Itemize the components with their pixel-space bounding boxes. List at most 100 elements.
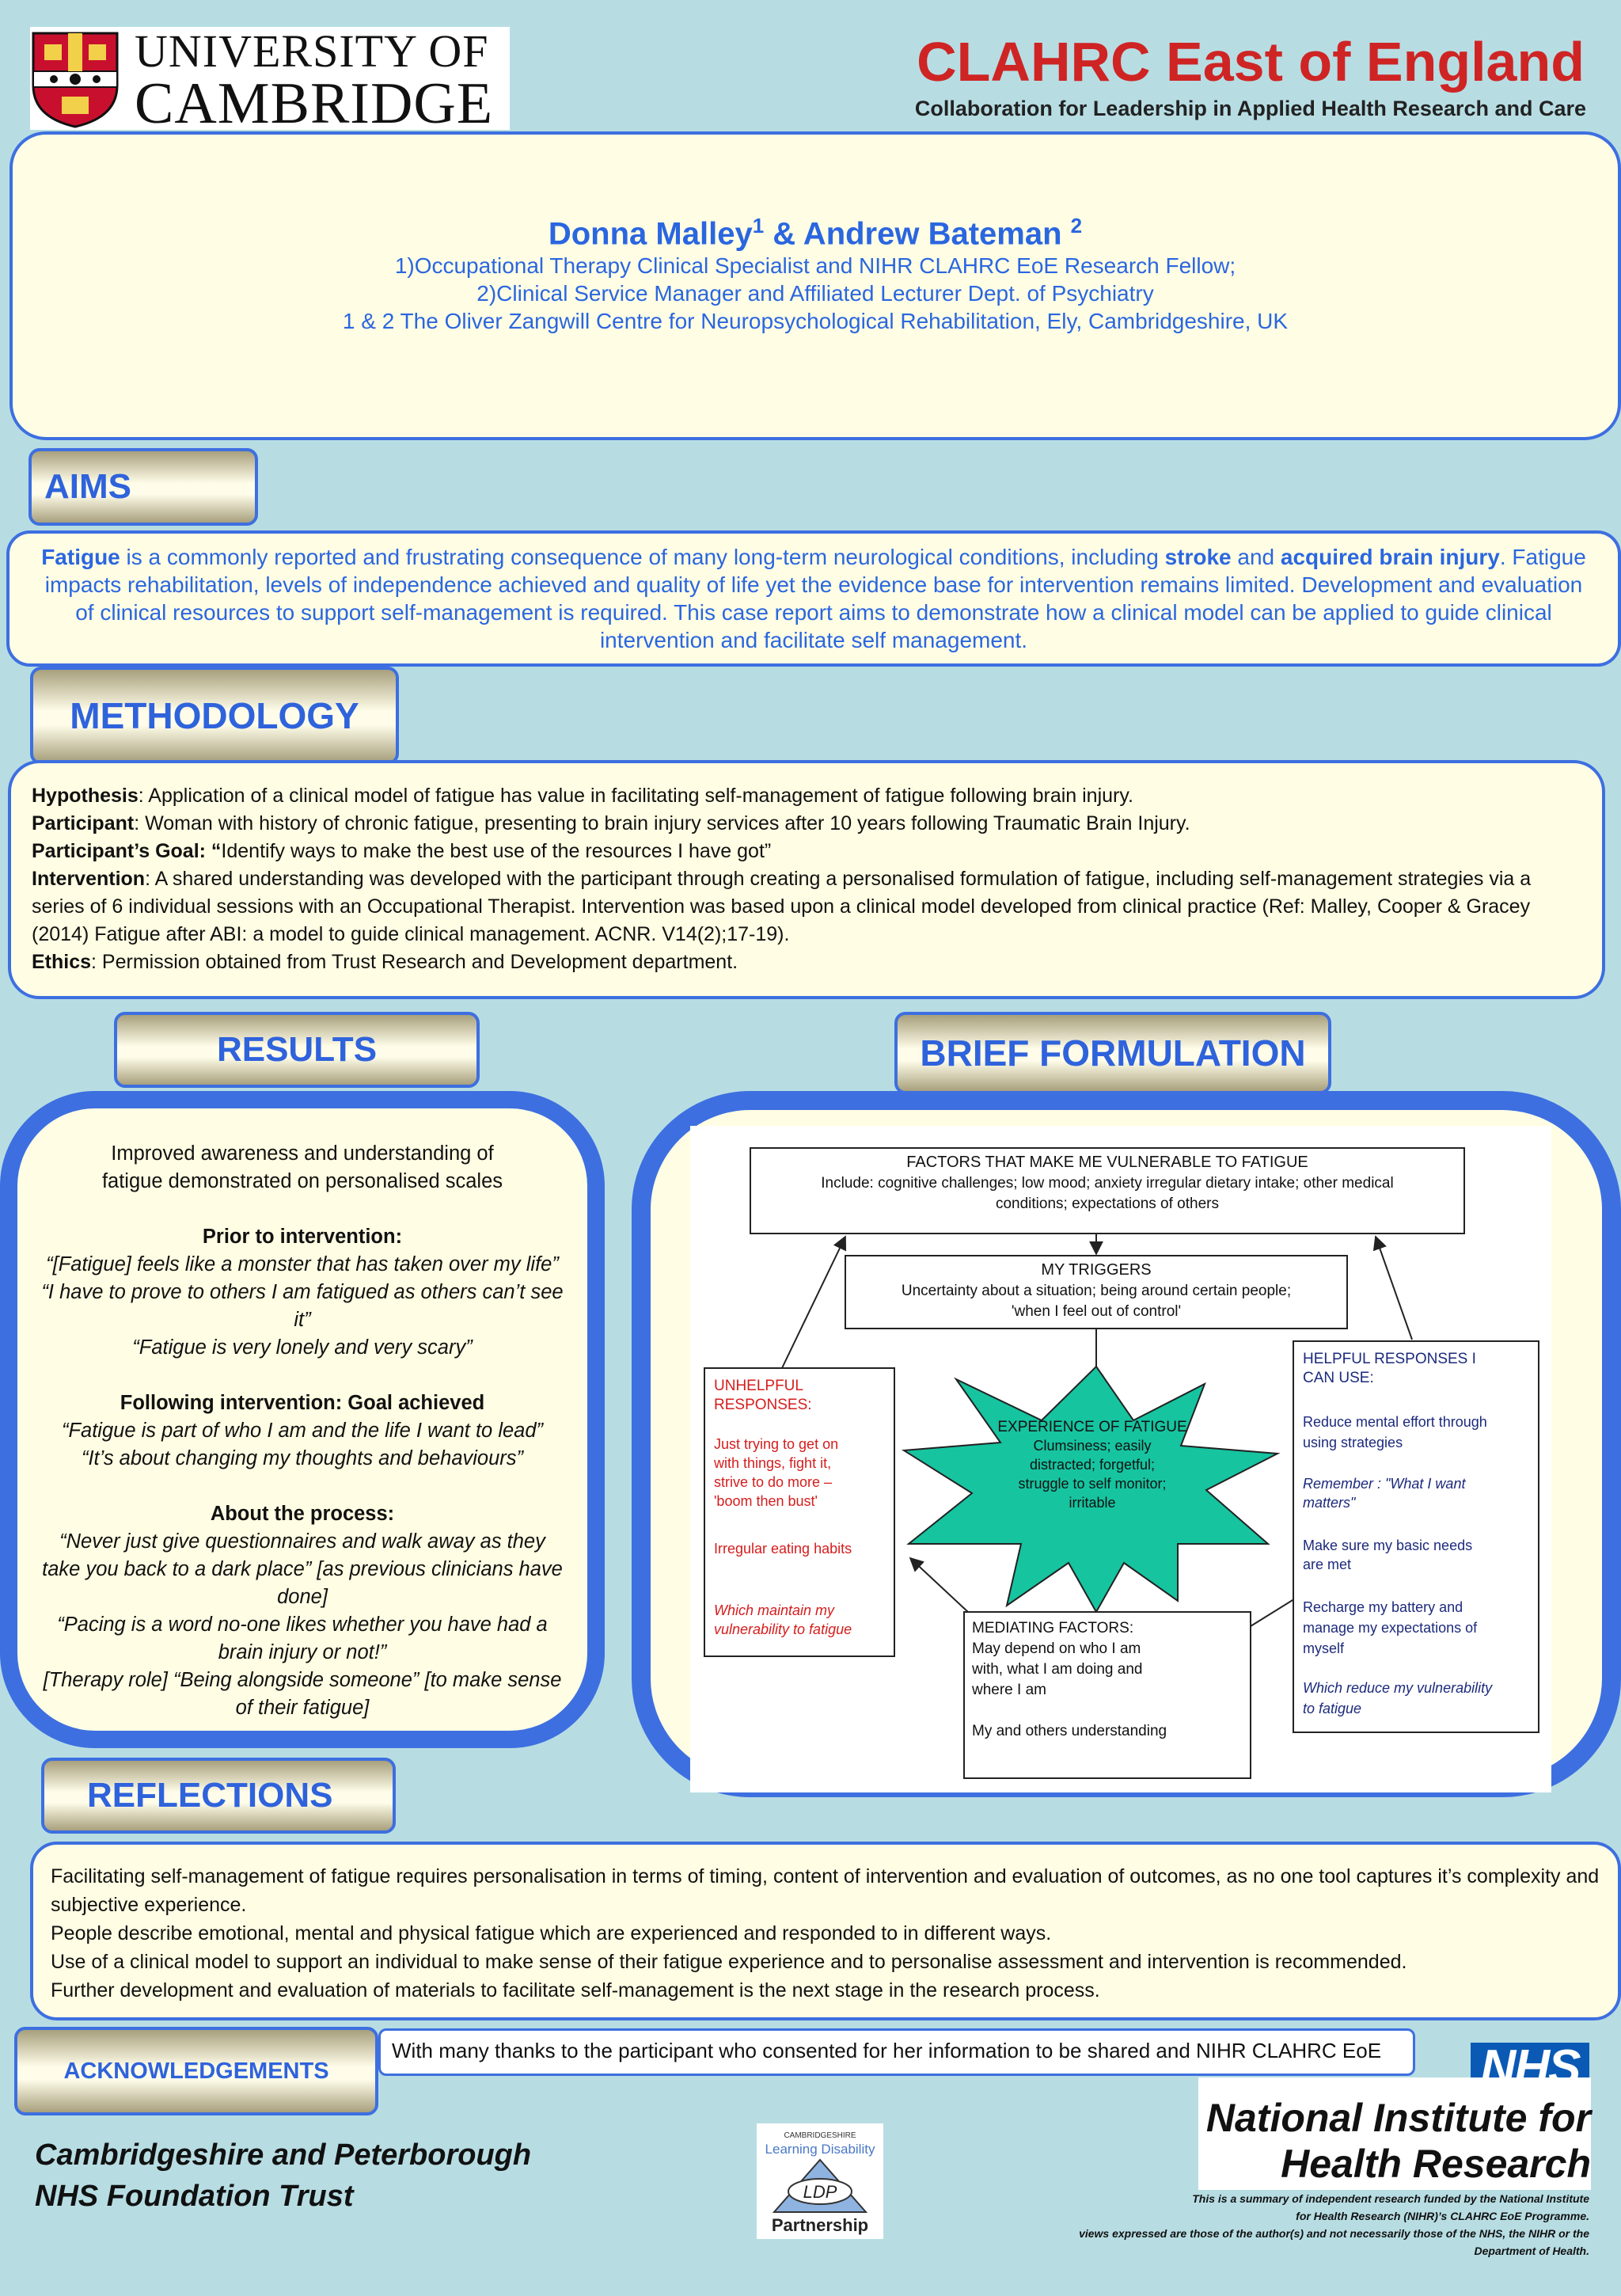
ldp-line-1: CAMBRIDGESHIRE bbox=[784, 2131, 856, 2140]
hypothesis-value: : Application of a clinical model of fat… bbox=[138, 785, 1133, 807]
ldp-partnership-logo: CAMBRIDGESHIRE Learning Disability LDP P… bbox=[757, 2123, 883, 2239]
acknowledgements-text: With many thanks to the participant who … bbox=[378, 2028, 1415, 2076]
nihr-line-2: Health Research bbox=[1281, 2142, 1591, 2186]
fatigue-formulation-diagram: FACTORS THAT MAKE ME VULNERABLE TO FATIG… bbox=[690, 1126, 1551, 1792]
helpful-title-2: CAN USE: bbox=[1303, 1370, 1374, 1386]
funding-disclaimer: This is a summary of independent researc… bbox=[1019, 2190, 1589, 2260]
arrow-helpful-to-vuln bbox=[1372, 1235, 1413, 1340]
reflections-heading: REFLECTIONS bbox=[41, 1758, 396, 1834]
results-heading: RESULTS bbox=[114, 1012, 480, 1088]
mediating-box bbox=[963, 1611, 1251, 1779]
disclaimer-line-2: for Health Research (NIHR)’s CLAHRC EoE … bbox=[1296, 2210, 1589, 2222]
unhelpful-box bbox=[704, 1367, 895, 1657]
vulnerability-line-2: conditions; expectations of others bbox=[996, 1196, 1219, 1212]
unhelpful-line-1: Just trying to get on bbox=[714, 1436, 838, 1452]
ldp-line-2: Learning Disability bbox=[765, 2142, 875, 2157]
unhelpful-title-2: RESPONSES: bbox=[714, 1397, 812, 1413]
disclaimer-line-1: This is a summary of independent researc… bbox=[1192, 2192, 1589, 2205]
ldp-line-3: Partnership bbox=[772, 2215, 868, 2235]
process-quote-1: “Never just give questionnaires and walk… bbox=[42, 1530, 563, 1608]
unhelpful-italic-1: Which maintain my bbox=[714, 1602, 835, 1618]
university-of-cambridge-logo: UNIVERSITY OF CAMBRIDGE bbox=[30, 27, 510, 136]
goal-key: Participant’s Goal: “ bbox=[32, 840, 222, 862]
helpful-italic-3: Which reduce my vulnerability bbox=[1303, 1680, 1493, 1696]
methodology-heading: METHODOLOGY bbox=[30, 667, 399, 765]
ethics-value: : Permission obtained from Trust Researc… bbox=[91, 951, 738, 973]
nihr-logo-text: National Institute for Health Research bbox=[1206, 2095, 1591, 2187]
helpful-italic-4: to fatigue bbox=[1303, 1701, 1361, 1716]
affiliation-2: 2)Clinical Service Manager and Affiliate… bbox=[476, 281, 1154, 306]
hypothesis-line: Hypothesis: Application of a clinical mo… bbox=[32, 782, 1581, 810]
helpful-line-2: using strategies bbox=[1303, 1435, 1403, 1450]
after-quote-1: “Fatigue is part of who I am and the lif… bbox=[61, 1420, 544, 1442]
unhelpful-line-3: strive to do more – bbox=[714, 1474, 832, 1490]
brief-formulation-heading: BRIEF FORMULATION bbox=[894, 1012, 1331, 1094]
experience-line-1: Clumsiness; easily bbox=[1033, 1438, 1151, 1454]
cambridge-shield-icon bbox=[32, 32, 119, 128]
nihr-logo-background bbox=[1198, 2077, 1591, 2190]
unhelpful-line-2: with things, fight it, bbox=[713, 1455, 831, 1471]
prior-quote-3: “Fatigue is very lonely and very scary” bbox=[132, 1336, 473, 1359]
participant-line: Participant: Woman with history of chron… bbox=[32, 810, 1581, 838]
disclaimer-line-4: Department of Health. bbox=[1474, 2245, 1589, 2257]
helpful-line-3: Make sure my basic needs bbox=[1303, 1538, 1472, 1553]
prior-heading: Prior to intervention: bbox=[202, 1226, 403, 1248]
mediating-line-4: My and others understanding bbox=[972, 1723, 1167, 1739]
arrow-unhelpful-to-vuln bbox=[781, 1235, 847, 1369]
author-2-sup: 2 bbox=[1070, 214, 1083, 238]
after-heading: Following intervention: Goal achieved bbox=[120, 1392, 485, 1414]
helpful-line-7: myself bbox=[1303, 1640, 1345, 1656]
reflection-1: Facilitating self-management of fatigue … bbox=[51, 1865, 1600, 1916]
hypothesis-key: Hypothesis bbox=[32, 785, 139, 807]
mediating-line-3: where I am bbox=[971, 1682, 1046, 1698]
aims-heading: AIMS bbox=[28, 448, 258, 526]
aims-text-1: is a commonly reported and frustrating c… bbox=[120, 545, 1165, 569]
author-2: & Andrew Bateman bbox=[764, 216, 1071, 252]
process-quote-3: [Therapy role] “Being alongside someone”… bbox=[43, 1669, 562, 1719]
vulnerability-line-1: Include: cognitive challenges; low mood;… bbox=[821, 1175, 1393, 1192]
helpful-italic-1: Remember : "What I want bbox=[1303, 1476, 1466, 1492]
vulnerability-title: FACTORS THAT MAKE ME VULNERABLE TO FATIG… bbox=[906, 1154, 1308, 1171]
aims-fatigue: Fatigue bbox=[41, 545, 120, 569]
intervention-key: Intervention bbox=[32, 868, 146, 890]
cam-line2: CAMBRIDGE bbox=[135, 71, 494, 136]
unhelpful-title-1: UNHELPFUL bbox=[714, 1378, 803, 1394]
author-1: Donna Malley bbox=[548, 216, 753, 252]
prior-quote-1: “[Fatigue] feels like a monster that has… bbox=[46, 1253, 559, 1275]
goal-line: Participant’s Goal: “Identify ways to ma… bbox=[32, 838, 1581, 865]
vulnerability-box bbox=[750, 1147, 1465, 1234]
helpful-italic-2: matters" bbox=[1303, 1495, 1357, 1511]
mediating-line-1: May depend on who I am bbox=[972, 1640, 1141, 1657]
clahrc-subtitle: Collaboration for Leadership in Applied … bbox=[914, 97, 1586, 120]
triggers-line-1: Uncertainty about a situation; being aro… bbox=[902, 1283, 1291, 1299]
triggers-title: MY TRIGGERS bbox=[1041, 1261, 1151, 1279]
reflections-panel: Facilitating self-management of fatigue … bbox=[30, 1842, 1621, 2020]
methodology-panel: Hypothesis: Application of a clinical mo… bbox=[8, 760, 1605, 999]
disclaimer-line-3: views expressed are those of the author(… bbox=[1079, 2227, 1589, 2240]
helpful-line-1: Reduce mental effort through bbox=[1303, 1414, 1487, 1430]
after-quote-2: “It’s about changing my thoughts and beh… bbox=[81, 1447, 524, 1469]
prior-quote-2: “I have to prove to others I am fatigued… bbox=[41, 1281, 564, 1331]
mediating-line-2: with, what I am doing and bbox=[971, 1661, 1142, 1678]
goal-value: Identify ways to make the best use of th… bbox=[221, 840, 772, 862]
cambridge-wordmark: UNIVERSITY OF CAMBRIDGE bbox=[135, 27, 494, 136]
aims-stroke: stroke bbox=[1164, 545, 1232, 569]
trust-line-2: NHS Foundation Trust bbox=[35, 2180, 354, 2213]
authors-panel: Donna Malley1 & Andrew Bateman 2 1)Occup… bbox=[9, 131, 1621, 440]
unhelpful-line-4: 'boom then bust' bbox=[714, 1493, 818, 1509]
results-panel: Improved awareness and understanding of … bbox=[0, 1091, 605, 1748]
aims-panel: Fatigue is a commonly reported and frust… bbox=[6, 530, 1621, 667]
experience-line-2: distracted; forgetful; bbox=[1030, 1457, 1155, 1473]
helpful-title-1: HELPFUL RESPONSES I bbox=[1303, 1351, 1476, 1367]
reflection-4: Further development and evaluation of ma… bbox=[51, 1979, 1100, 2001]
triggers-line-2: 'when I feel out of control' bbox=[1012, 1303, 1181, 1320]
results-intro: Improved awareness and understanding of … bbox=[101, 1142, 503, 1192]
helpful-line-4: are met bbox=[1303, 1557, 1351, 1572]
affiliation-3: 1 & 2 The Oliver Zangwill Centre for Neu… bbox=[342, 309, 1289, 334]
experience-line-4: irritable bbox=[1069, 1495, 1115, 1511]
ldp-mark: LDP bbox=[803, 2182, 837, 2202]
mediating-title: MEDIATING FACTORS: bbox=[972, 1620, 1133, 1636]
experience-line-3: struggle to self monitor; bbox=[1018, 1476, 1166, 1492]
acknowledgements-heading: ACKNOWLEDGEMENTS bbox=[14, 2027, 378, 2115]
intervention-line: Intervention: A shared understanding was… bbox=[32, 865, 1581, 948]
